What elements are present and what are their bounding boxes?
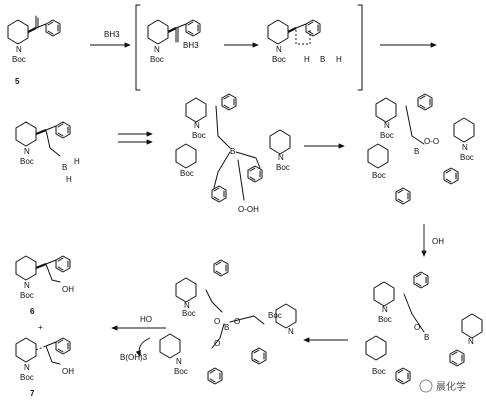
oh-reagent: OH [432, 237, 444, 246]
oh-label: OH [62, 367, 74, 376]
b-label: B [62, 163, 67, 172]
b-label: B [424, 333, 429, 342]
n-label: N [24, 363, 30, 372]
pi-complex: N Boc BH3 [147, 19, 201, 64]
boc-label-3: Boc [460, 153, 474, 162]
plus-sign: + [38, 323, 43, 332]
oh-label: OH [62, 285, 74, 294]
compound-5: N Boc 5 [7, 15, 61, 86]
o-label: O [414, 323, 420, 332]
o-label: O [214, 317, 220, 326]
bracket-left [135, 4, 141, 91]
n-label-2: N [468, 337, 474, 346]
trialkyl-borate: N Boc O B O O N Boc Boc N [159, 259, 297, 385]
n-label: N [154, 45, 160, 54]
hydroxide-reagent: HO [140, 315, 152, 324]
bh3-reagent: BH3 [104, 30, 120, 39]
boc-label: Boc [272, 55, 286, 64]
compound-6: N Boc OH 6 [15, 255, 74, 316]
boric-acid: B(OH)3 [120, 353, 148, 362]
n-label-2: N [462, 143, 468, 152]
boc-label: Boc [12, 55, 26, 64]
compound-7-number: 7 [30, 389, 35, 398]
h-label-2: H [66, 175, 72, 184]
alkoxyborane: N Boc B O Boc N [365, 271, 483, 385]
peroxide-label: O-OH [238, 205, 259, 214]
borate-peroxide: N Boc B O-O Boc N Boc [367, 93, 475, 205]
compound-7: N Boc OH 7 [15, 337, 74, 398]
oh-arrow: OH [421, 224, 444, 257]
watermark-icon [419, 379, 433, 393]
n-label: N [276, 45, 282, 54]
n-label-3: N [288, 327, 294, 336]
b-label: B [224, 323, 229, 332]
boc-label: Boc [20, 373, 34, 382]
o-label-2: O [234, 317, 240, 326]
boc-label-2: Boc [180, 169, 194, 178]
boc-label: Boc [182, 309, 196, 318]
bh3-adduct-label: BH3 [183, 41, 199, 50]
n-label: N [194, 121, 200, 130]
n-label: N [16, 45, 22, 54]
boc-label: Boc [150, 55, 164, 64]
n-label: N [382, 305, 388, 314]
boc-label-2: Boc [174, 367, 188, 376]
h-label: H [304, 55, 310, 64]
watermark-text: 晨化学 [436, 380, 466, 393]
n-label: N [384, 121, 390, 130]
bracket-right [357, 4, 363, 91]
compound-6-number: 6 [30, 307, 35, 316]
hydrolysis-arrow: HO B(OH)3 [111, 315, 166, 362]
watermark: 晨化学 [419, 379, 466, 393]
n-label: N [24, 147, 30, 156]
n-label-2: N [278, 153, 284, 162]
bh3-arrow: BH3 [90, 30, 131, 48]
n-label-2: N [176, 357, 182, 366]
compound-5-number: 5 [15, 77, 20, 86]
n-label: N [184, 301, 190, 310]
transition-state: N Boc H B H [267, 19, 342, 64]
b-label: B [320, 55, 325, 64]
boc-label: Boc [192, 131, 206, 140]
b-label: B [414, 147, 419, 156]
h-label: H [74, 157, 80, 166]
oo-label: O-O [424, 137, 439, 146]
boc-label: Boc [20, 157, 34, 166]
o-label-3: O [214, 339, 220, 348]
boc-label-2: Boc [372, 367, 386, 376]
n-label: N [24, 281, 30, 290]
h-label-2: H [336, 55, 342, 64]
b-label: B [230, 147, 235, 156]
boc-label-3: Boc [276, 163, 290, 172]
boc-label: Boc [20, 291, 34, 300]
boc-label: Boc [378, 315, 392, 324]
boc-label: Boc [380, 131, 394, 140]
monoalkylborane: N Boc B H H [15, 121, 80, 184]
trialkylborane: N Boc B Boc N Boc O-OH [175, 93, 291, 214]
boc-label-3: Boc [268, 311, 282, 320]
boc-label-2: Boc [372, 171, 386, 180]
